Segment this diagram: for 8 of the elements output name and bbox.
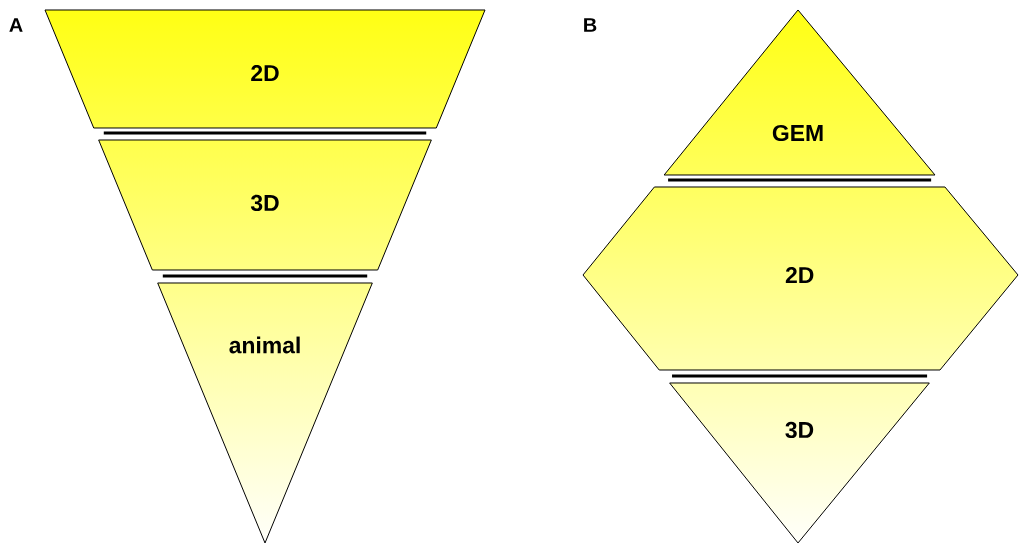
pyramid-band: 3D <box>98 139 432 271</box>
pyramid-band: GEM <box>663 9 936 176</box>
panel-letter: A <box>9 18 23 32</box>
pyramid-band: 2D <box>44 9 486 129</box>
pyramid-band: 2D <box>582 186 1019 371</box>
panel-letter: B <box>584 18 597 32</box>
pyramid-band: animal <box>157 282 373 544</box>
pyramid-band: 3D <box>669 382 930 544</box>
